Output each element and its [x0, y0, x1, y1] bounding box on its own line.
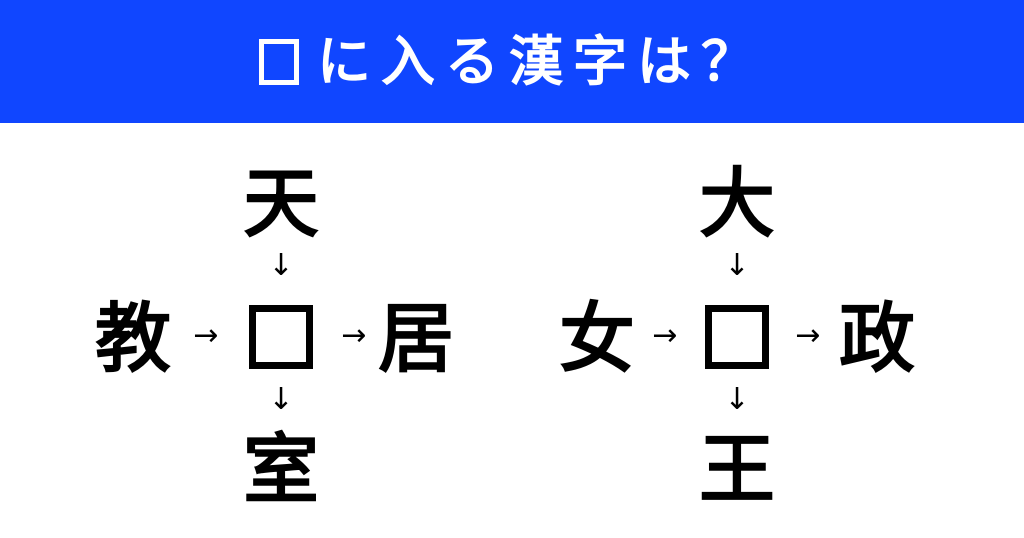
puzzle-2-right-kanji: 政 — [839, 294, 915, 383]
down-arrow-icon: ↓ — [724, 382, 750, 417]
puzzle-1-answer-box[interactable] — [249, 305, 313, 369]
right-arrow-icon: → — [341, 318, 367, 353]
down-arrow-icon: ↓ — [268, 248, 294, 283]
title-text: に入る漢字は？ — [317, 29, 765, 93]
down-arrow-icon: ↓ — [724, 248, 750, 283]
puzzle-1-top-kanji: 天 — [243, 159, 319, 248]
page-title: に入る漢字は？ — [259, 29, 765, 93]
puzzle-2-left-kanji: 女 — [559, 294, 635, 383]
right-arrow-icon: → — [193, 318, 219, 353]
puzzle-1-bottom-kanji: 室 — [243, 425, 319, 514]
puzzle-2-bottom-kanji: 王 — [699, 425, 775, 514]
right-arrow-icon: → — [652, 318, 678, 353]
right-arrow-icon: → — [795, 318, 821, 353]
puzzle-2-answer-box[interactable] — [705, 305, 769, 369]
puzzle-2-top-kanji: 大 — [699, 159, 775, 248]
puzzle-1-right-kanji: 居 — [378, 294, 454, 383]
header-banner: に入る漢字は？ — [0, 0, 1024, 123]
puzzle-1-left-kanji: 教 — [95, 294, 171, 383]
blank-square-icon — [259, 38, 299, 85]
down-arrow-icon: ↓ — [268, 382, 294, 417]
